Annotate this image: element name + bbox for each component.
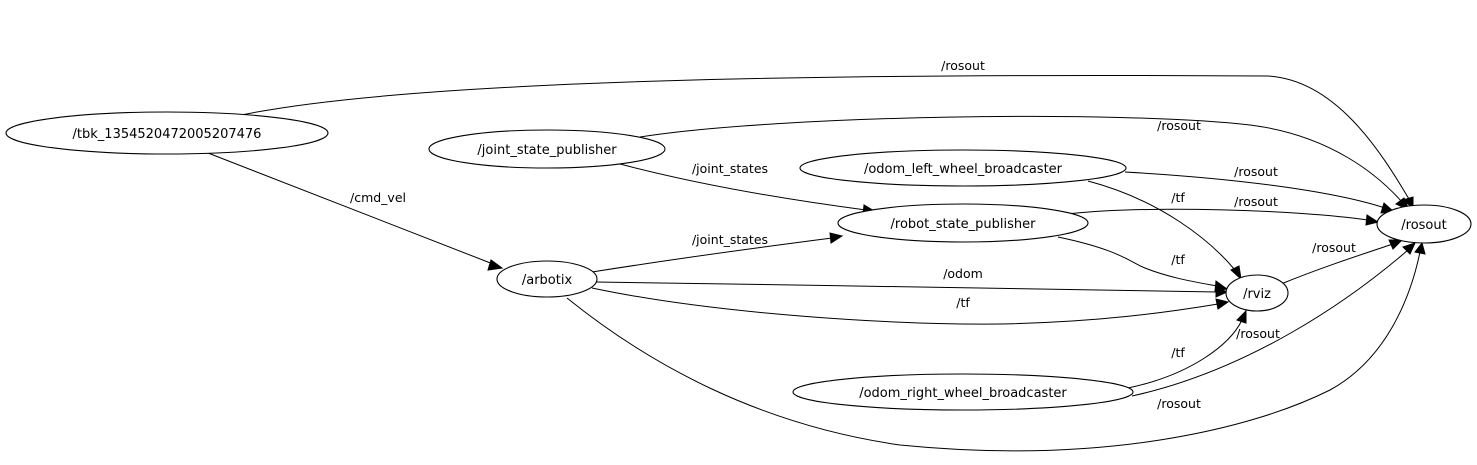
node-rviz[interactable]: /rviz — [1225, 274, 1289, 312]
edge-label: /tf — [1171, 252, 1185, 267]
edge-path — [619, 163, 867, 211]
edge-path — [231, 74, 1410, 200]
node-label: /arbotix — [522, 273, 573, 288]
edge-path — [1131, 249, 1409, 397]
edge-rviz-to-rosout: /rosout — [1280, 239, 1404, 285]
node-rosout[interactable]: /rosout — [1376, 204, 1472, 244]
arrowhead — [1230, 265, 1242, 281]
node-label: /robot_state_publisher — [891, 217, 1037, 232]
edge-path — [595, 281, 1218, 293]
arrowhead — [1215, 298, 1230, 310]
edge-orw-to-rosout: /rosout — [1131, 242, 1416, 397]
edge-label: /tf — [956, 295, 970, 310]
edge-path — [1280, 243, 1394, 285]
edge-label: /rosout — [1157, 118, 1201, 133]
edge-path — [639, 115, 1403, 203]
edge-arbotix-to-rosout: /rosout — [566, 241, 1426, 452]
edge-tbk-to-arbotix: /cmd_vel — [207, 152, 504, 271]
edge-label: /tf — [1171, 190, 1185, 205]
edge-label: /rosout — [941, 58, 985, 73]
edge-path — [591, 287, 1219, 325]
node-odom-right-wheel-broadcaster[interactable]: /odom_right_wheel_broadcaster — [792, 373, 1134, 411]
arrowhead — [1414, 241, 1426, 255]
arrowhead — [1215, 286, 1229, 298]
node-label: /rviz — [1243, 287, 1271, 302]
edge-label: /rosout — [1236, 326, 1280, 341]
node-label: /joint_state_publisher — [477, 143, 617, 158]
arrowhead — [1402, 242, 1416, 255]
node-label: /rosout — [1401, 218, 1446, 233]
edge-path — [1087, 180, 1236, 271]
edge-label: /tf — [1171, 345, 1185, 360]
edge-path — [1124, 171, 1386, 209]
edge-path — [1057, 236, 1218, 287]
edge-orw-to-rviz: /tf — [1127, 309, 1247, 389]
edge-path — [566, 251, 1421, 452]
edge-path — [591, 237, 833, 273]
edge-label: /rosout — [1234, 194, 1278, 209]
edge-label: /odom — [943, 266, 983, 281]
node-odom-left-wheel-broadcaster[interactable]: /odom_left_wheel_broadcaster — [799, 149, 1127, 187]
edge-label: /joint_states — [692, 232, 768, 247]
node-robot-state-publisher[interactable]: /robot_state_publisher — [837, 203, 1089, 243]
edge-arbotix-to-rsp: /joint_states — [591, 232, 844, 273]
edge-label: /rosout — [1157, 396, 1201, 411]
node-tbk[interactable]: /tbk_1354520472005207476 — [5, 111, 329, 155]
edge-arbotix-to-rviz-odom: /odom — [595, 266, 1229, 298]
arrowhead — [1365, 214, 1380, 226]
node-label: /odom_left_wheel_broadcaster — [864, 162, 1063, 177]
edge-path — [207, 152, 494, 265]
arrowhead — [487, 259, 504, 271]
edge-path — [1127, 319, 1243, 389]
edge-arbotix-to-rviz-tf: /tf — [591, 287, 1230, 325]
edge-tbk-to-rosout: /rosout — [231, 58, 1414, 210]
edge-rsp-to-rviz: /tf — [1057, 236, 1229, 292]
edge-label: /rosout — [1234, 164, 1278, 179]
arrowhead — [1236, 309, 1247, 324]
node-arbotix[interactable]: /arbotix — [496, 260, 598, 298]
arrowhead — [829, 232, 844, 244]
edge-label: /joint_states — [692, 161, 768, 176]
node-label: /odom_right_wheel_broadcaster — [859, 386, 1067, 401]
edge-path — [1066, 208, 1369, 221]
arrowhead — [1388, 239, 1404, 250]
edge-olw-to-rviz: /tf — [1087, 180, 1242, 281]
edge-rsp-to-rosout: /rosout — [1066, 194, 1380, 226]
edge-label: /cmd_vel — [350, 190, 406, 205]
node-joint-state-publisher[interactable]: /joint_state_publisher — [428, 129, 666, 169]
node-label: /tbk_1354520472005207476 — [73, 127, 262, 142]
edge-label: /rosout — [1312, 240, 1356, 255]
